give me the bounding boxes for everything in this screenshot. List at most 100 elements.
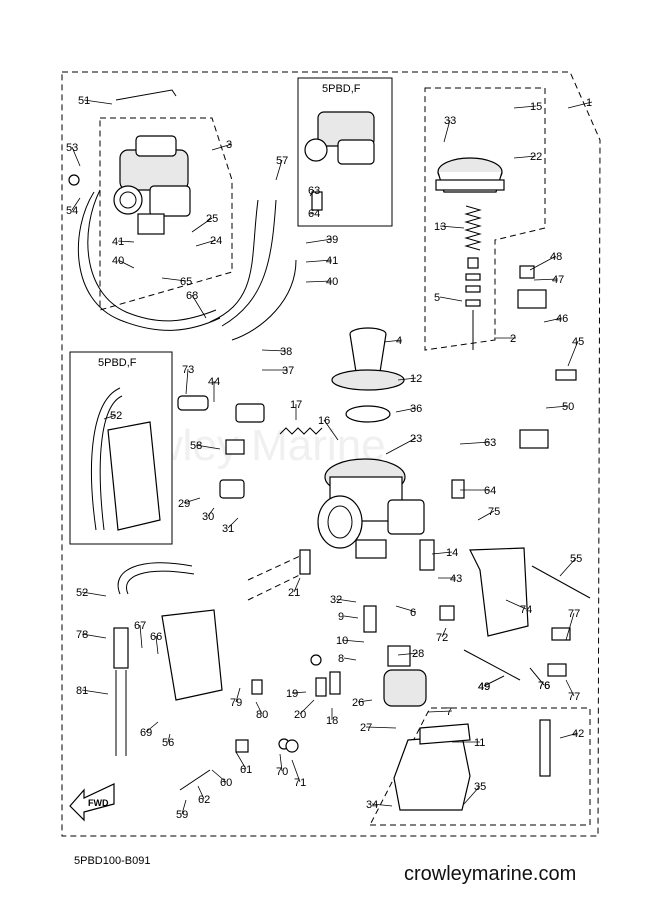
callout-40: 40 <box>326 276 338 288</box>
callout-40: 40 <box>112 255 124 267</box>
callout-52: 52 <box>76 587 88 599</box>
carburetor-variant-top <box>304 111 375 211</box>
leader-26 <box>357 699 373 703</box>
leader-13 <box>439 225 465 229</box>
callout-1: 1 <box>586 97 592 109</box>
callout-62: 62 <box>198 794 210 806</box>
jet-needle-stack <box>465 257 481 350</box>
leader-77 <box>565 612 575 641</box>
leader-48 <box>529 255 557 271</box>
vent-hose-lower <box>117 562 193 595</box>
callout-16: 16 <box>318 415 330 427</box>
leader-61 <box>235 751 247 770</box>
leader-78 <box>81 633 107 639</box>
leader-6 <box>395 605 417 613</box>
float-chamber <box>393 723 471 811</box>
leader-46 <box>543 317 563 323</box>
leader-72 <box>441 627 447 638</box>
leader-24 <box>195 239 217 247</box>
leader-63 <box>309 189 315 197</box>
callout-45: 45 <box>572 336 584 348</box>
callout-53: 53 <box>66 142 78 154</box>
callout-47: 47 <box>552 274 564 286</box>
leader-52 <box>103 414 117 420</box>
leader-73 <box>185 368 189 395</box>
callout-64: 64 <box>484 485 496 497</box>
leader-35 <box>463 785 481 805</box>
leader-20 <box>299 699 315 715</box>
callout-5: 5 <box>434 292 440 304</box>
piston-valve <box>331 327 405 423</box>
long-bolt-49 <box>463 649 521 681</box>
leader-70 <box>279 753 283 772</box>
leader-lines <box>71 99 593 815</box>
callout-17: 17 <box>290 399 302 411</box>
leader-3 <box>211 143 233 151</box>
callout-20: 20 <box>294 709 306 721</box>
leader-5 <box>439 296 463 302</box>
callout-29: 29 <box>178 498 190 510</box>
leader-54 <box>71 197 81 211</box>
wire-harness <box>209 199 259 323</box>
leader-59 <box>181 799 187 815</box>
leader-36 <box>395 407 417 413</box>
callout-22: 22 <box>530 151 542 163</box>
callout-49: 49 <box>478 681 490 693</box>
callout-64: 64 <box>308 208 320 220</box>
callout-41: 41 <box>112 236 124 248</box>
leader-22 <box>513 155 537 159</box>
variant-label-left: 5PBD,F <box>98 357 137 369</box>
misc-fasteners <box>68 174 577 791</box>
callout-37: 37 <box>282 365 294 377</box>
callout-42: 42 <box>572 728 584 740</box>
fwd-arrow-icon: FWD <box>69 783 115 822</box>
callout-52: 52 <box>110 410 122 422</box>
leader-66 <box>155 635 159 655</box>
callout-23: 23 <box>410 433 422 445</box>
callout-55: 55 <box>570 553 582 565</box>
leader-50 <box>545 405 569 409</box>
leader-15 <box>513 105 537 109</box>
callout-2: 2 <box>510 333 516 345</box>
leader-39 <box>305 238 333 244</box>
leader-58 <box>195 444 221 450</box>
callout-9: 9 <box>338 611 344 623</box>
diagram-code: 5PBD100-B091 <box>74 855 150 867</box>
leader-79 <box>235 687 241 703</box>
callout-10: 10 <box>336 635 348 647</box>
leader-40 <box>117 259 135 269</box>
leader-7 <box>427 710 453 713</box>
callout-21: 21 <box>288 587 300 599</box>
leader-49 <box>483 675 505 687</box>
breather-bracket <box>161 609 223 701</box>
callout-65: 65 <box>180 276 192 288</box>
callout-7: 7 <box>446 706 452 718</box>
carburetor-assembly-top <box>113 89 191 235</box>
hose-left <box>77 191 221 331</box>
leader-60 <box>211 769 227 783</box>
callout-79: 79 <box>230 697 242 709</box>
callout-25: 25 <box>206 213 218 225</box>
callout-46: 46 <box>556 313 568 325</box>
leader-19 <box>291 691 307 694</box>
callout-78: 78 <box>76 629 88 641</box>
callout-13: 13 <box>434 221 446 233</box>
leader-69 <box>145 721 159 733</box>
callout-60: 60 <box>220 777 232 789</box>
callout-12: 12 <box>410 373 422 385</box>
leader-14 <box>431 551 453 555</box>
callout-3: 3 <box>226 139 232 151</box>
leader-52 <box>81 591 107 597</box>
callout-77: 77 <box>568 608 580 620</box>
callout-77: 77 <box>568 691 580 703</box>
callout-31: 31 <box>222 523 234 535</box>
variant-label-top: 5PBD,F <box>322 83 361 95</box>
leader-31 <box>227 517 239 529</box>
float <box>383 669 427 707</box>
callout-35: 35 <box>474 781 486 793</box>
leader-76 <box>529 667 545 686</box>
callout-63: 63 <box>308 185 320 197</box>
callout-30: 30 <box>202 511 214 523</box>
leader-77 <box>565 679 575 697</box>
